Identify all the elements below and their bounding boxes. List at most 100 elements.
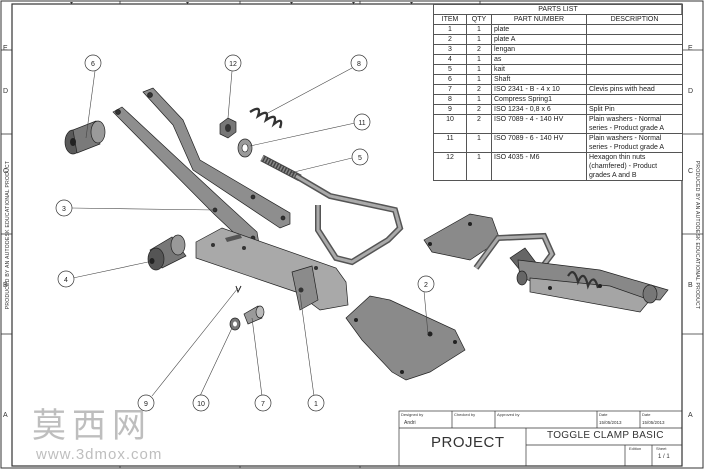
cell-part-number: plate A bbox=[491, 34, 587, 45]
base-plate bbox=[195, 227, 349, 311]
cell-item: 3 bbox=[433, 44, 467, 55]
spring-part bbox=[249, 107, 283, 129]
balloon-6: 6 bbox=[84, 54, 102, 72]
balloon-12: 12 bbox=[224, 54, 242, 72]
cell-qty: 1 bbox=[466, 133, 492, 153]
cell-part-number: Shaft bbox=[491, 74, 587, 85]
watermark-chinese: 莫西网 bbox=[32, 406, 152, 446]
svg-text:3: 3 bbox=[62, 206, 66, 213]
grid-letter-a-right: A bbox=[688, 412, 693, 419]
cell-qty: 2 bbox=[466, 114, 492, 134]
watermark-url: www.3dmox.com bbox=[36, 446, 163, 463]
col-header-description: DESCRIPTION bbox=[586, 14, 683, 25]
nut-part bbox=[219, 117, 237, 139]
grid-letter-d-right: D bbox=[688, 88, 694, 95]
cell-description: Split Pin bbox=[586, 104, 683, 115]
lever-arms bbox=[112, 87, 291, 248]
cell-part-number: ISO 1234 - 0,8 x 6 bbox=[491, 104, 587, 115]
col-header-part-number: PART NUMBER bbox=[491, 14, 587, 25]
cell-qty: 1 bbox=[466, 94, 492, 105]
balloon-3: 3 bbox=[55, 199, 73, 217]
cell-part-number: ISO 4035 - M6 bbox=[491, 152, 587, 181]
svg-text:8: 8 bbox=[357, 61, 361, 68]
balloon-7: 7 bbox=[254, 394, 272, 412]
shaft-part bbox=[64, 120, 106, 155]
grid-letter-e: E bbox=[3, 45, 8, 52]
cell-description bbox=[586, 24, 683, 35]
cell-part-number: Compress Spring1 bbox=[491, 94, 587, 105]
cell-part-number: as bbox=[491, 54, 587, 65]
cell-qty: 1 bbox=[466, 54, 492, 65]
cell-qty: 2 bbox=[466, 104, 492, 115]
washer-part bbox=[237, 138, 253, 158]
cell-qty: 2 bbox=[466, 84, 492, 95]
cell-description bbox=[586, 74, 683, 85]
cell-part-number: ISO 7089 - 4 - 140 HV bbox=[491, 114, 587, 134]
svg-text:11: 11 bbox=[358, 120, 365, 127]
cell-item: 2 bbox=[433, 34, 467, 45]
cell-qty: 1 bbox=[466, 64, 492, 75]
border-frame bbox=[11, 3, 683, 467]
svg-text:1: 1 bbox=[314, 401, 318, 408]
sheet-value: 1 / 1 bbox=[658, 454, 670, 460]
grid-letter-e-right: E bbox=[688, 45, 693, 52]
cell-item: 9 bbox=[433, 104, 467, 115]
balloon-8: 8 bbox=[350, 54, 368, 72]
balloon-5: 5 bbox=[351, 148, 369, 166]
svg-text:2: 2 bbox=[424, 282, 428, 289]
title-block-frame bbox=[398, 410, 683, 467]
col-header-qty: QTY bbox=[466, 14, 492, 25]
parts-list-header-row: ITEM QTY PART NUMBER DESCRIPTION bbox=[433, 14, 683, 25]
cell-description bbox=[586, 54, 683, 65]
svg-text:5: 5 bbox=[358, 155, 362, 162]
parts-list-caption: PARTS LIST bbox=[433, 4, 683, 14]
cell-part-number: ISO 2341 - B - 4 x 10 bbox=[491, 84, 587, 95]
edition-label: Edition bbox=[629, 446, 642, 451]
date-label: Date bbox=[599, 412, 608, 417]
cell-qty: 1 bbox=[466, 152, 492, 181]
cell-description: Plain washers - Normal series - Product … bbox=[586, 133, 683, 153]
cell-item: 10 bbox=[433, 114, 467, 134]
cell-description: Clevis pins with head bbox=[586, 84, 683, 95]
grid-letter-c: C bbox=[3, 168, 9, 175]
svg-text:6: 6 bbox=[91, 61, 95, 68]
grid-letter-a: A bbox=[3, 412, 8, 419]
date-value-2: 15/05/2013 bbox=[642, 420, 665, 425]
cell-item: 12 bbox=[433, 152, 467, 181]
designed-by-value: Andri bbox=[404, 420, 416, 426]
balloon-10: 10 bbox=[192, 394, 210, 412]
cell-part-number: kait bbox=[491, 64, 587, 75]
assembled-clamp bbox=[423, 213, 669, 313]
svg-text:4: 4 bbox=[64, 277, 68, 284]
cell-item: 7 bbox=[433, 84, 467, 95]
date-label-2: Date bbox=[642, 412, 651, 417]
cell-description: Hexagon thin nuts (chamfered) - Product … bbox=[586, 152, 683, 181]
svg-text:10: 10 bbox=[197, 401, 205, 408]
col-header-item: ITEM bbox=[433, 14, 467, 25]
cell-description bbox=[586, 64, 683, 75]
cell-item: 6 bbox=[433, 74, 467, 85]
cell-description bbox=[586, 94, 683, 105]
side-text-left: PRODUCED BY AN AUTODESK EDUCATIONAL PROD… bbox=[5, 160, 11, 310]
cell-item: 8 bbox=[433, 94, 467, 105]
cell-item: 5 bbox=[433, 64, 467, 75]
small-washer-pin bbox=[229, 285, 265, 331]
cell-item: 1 bbox=[433, 24, 467, 35]
grid-letter-c-right: C bbox=[688, 168, 694, 175]
parts-list-table: PARTS LIST ITEM QTY PART NUMBER DESCRIPT… bbox=[433, 4, 683, 181]
designed-by-label: Designed by bbox=[401, 412, 424, 417]
cell-part-number: ISO 7089 - 6 - 140 HV bbox=[491, 133, 587, 153]
plate-a-part bbox=[345, 295, 466, 381]
cell-item: 11 bbox=[433, 133, 467, 153]
